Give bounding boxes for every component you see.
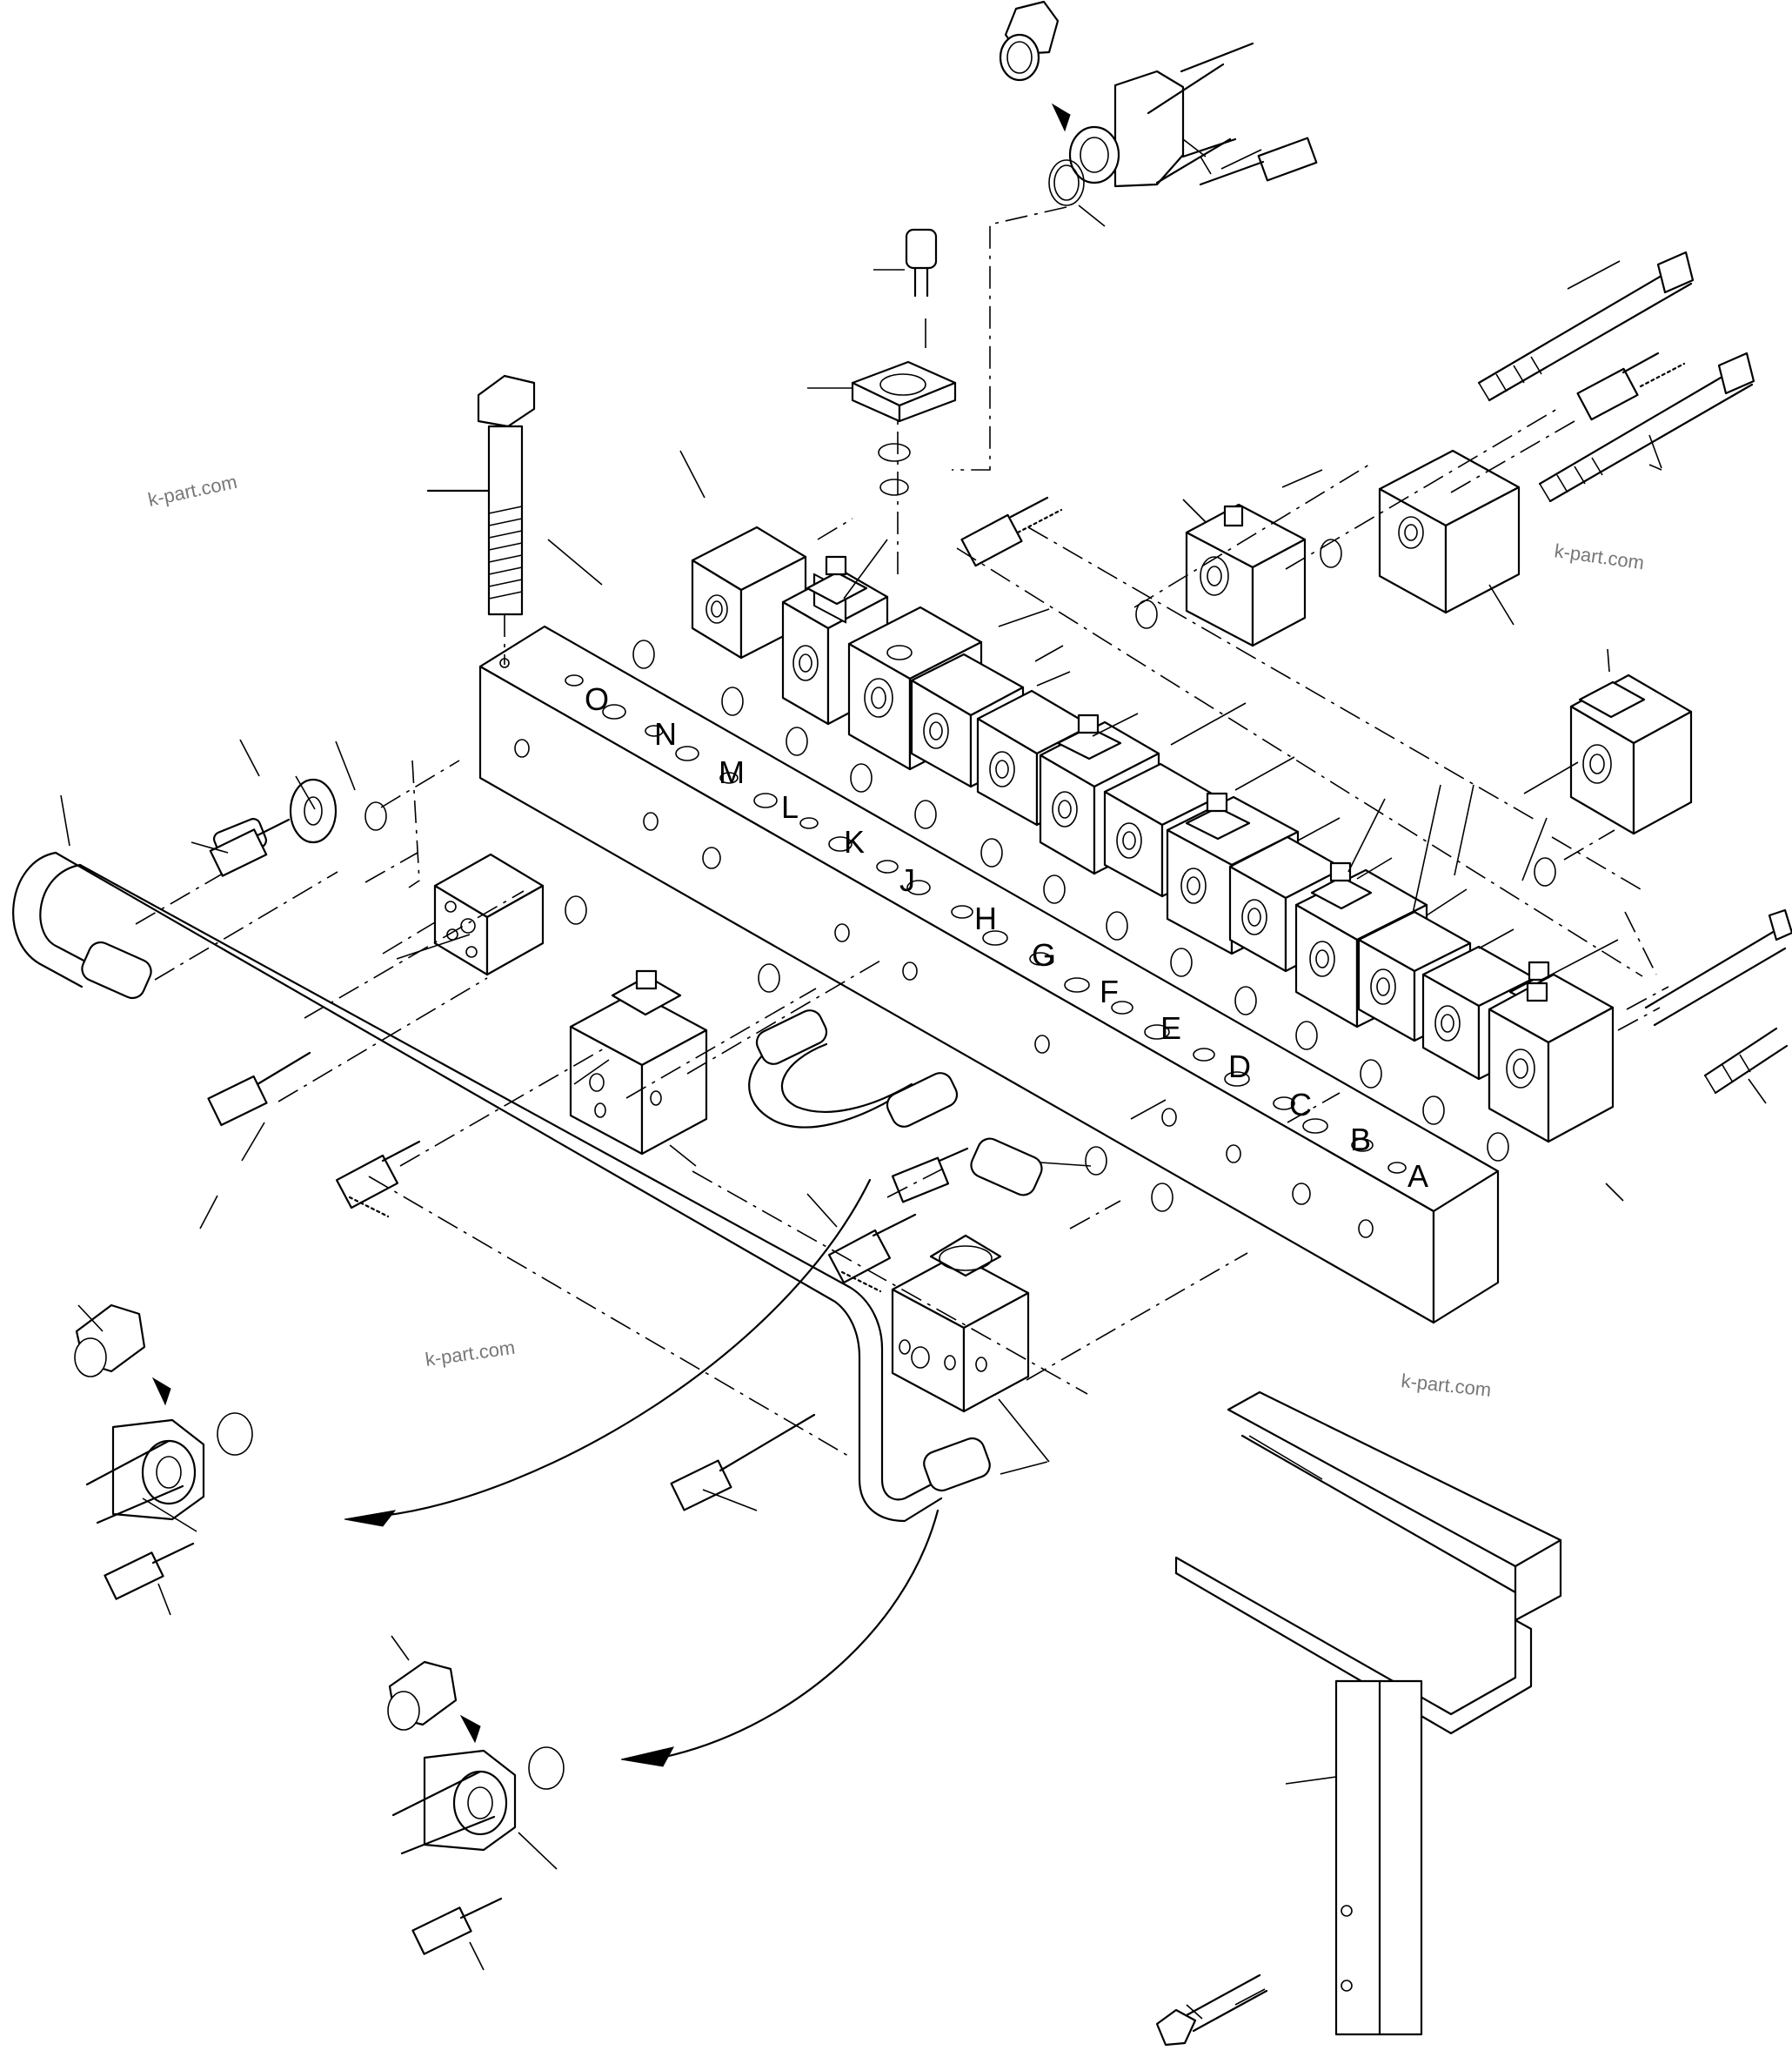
section-label-k: K (844, 824, 865, 860)
lower-left-fitting-2 (387, 1660, 565, 1955)
lower-left-fitting-1 (74, 1303, 253, 1600)
cap-screws (207, 818, 1268, 2047)
cap-screw-bottom-mid (670, 1413, 816, 1511)
manifold-top-ports (499, 658, 1407, 1174)
section-label-o: O (585, 681, 609, 717)
bracket-bolt (1155, 1973, 1268, 2047)
o-rings (364, 443, 1556, 1212)
mid-solenoid-valve (569, 969, 708, 1156)
top-flange-assembly (952, 0, 1318, 471)
watermark-text: k-part.com (146, 471, 239, 511)
section-valves-row (691, 526, 1608, 1138)
valve-block-e (1294, 868, 1428, 1028)
section-label-g: G (1032, 937, 1056, 973)
section-label-d: D (1228, 1049, 1251, 1084)
section-label-e: E (1160, 1010, 1181, 1046)
section-label-n: N (654, 716, 677, 752)
cap-screw-mid-left (207, 1051, 311, 1127)
manifold-block (478, 625, 1500, 1324)
center-lines (135, 408, 1669, 1459)
watermark-text: k-part.com (424, 1337, 516, 1370)
section-label-c: C (1289, 1087, 1312, 1122)
tie-rods (1477, 251, 1792, 1095)
top-cap-screw (1199, 137, 1318, 186)
valve-block-o (691, 526, 807, 660)
test-couplers (335, 352, 1686, 1293)
square-flange-block (807, 228, 957, 423)
long-pipe (12, 851, 991, 1523)
test-coupler-bottom (827, 1213, 917, 1293)
curved-arrows (344, 1178, 939, 1767)
valve-section-labels: O N M L K J H G F E D C B A (585, 681, 1428, 1194)
end-valve-a (1488, 973, 1615, 1143)
leader-lines (60, 204, 1767, 2020)
right-side-valve (1523, 648, 1693, 835)
test-coupler-upper-mid (960, 496, 1063, 567)
section-label-f: F (1100, 974, 1119, 1009)
test-coupler-top-right (1576, 352, 1686, 421)
test-coupler-left (335, 1140, 421, 1218)
lower-solenoid-valve (891, 1234, 1030, 1413)
section-label-l: L (781, 789, 799, 825)
hex-bolt (426, 374, 536, 665)
section-label-a: A (1408, 1158, 1428, 1194)
cap-screw-left (209, 818, 291, 877)
section-label-j: J (899, 862, 915, 898)
manifold-front-ports (514, 739, 1374, 1238)
u-tube-loop (748, 1009, 959, 1129)
watermark-text: k-part.com (1400, 1370, 1492, 1401)
upper-right-valves (1036, 449, 1521, 687)
support-bracket (1174, 1390, 1562, 2036)
section-label-h: H (974, 901, 997, 936)
center-flange-plate (970, 1137, 1092, 1196)
left-port-block (433, 853, 545, 976)
cap-screw-center (891, 1147, 969, 1203)
watermark-text: k-part.com (1553, 539, 1645, 573)
section-label-m: M (719, 754, 745, 790)
section-label-b: B (1350, 1122, 1371, 1157)
